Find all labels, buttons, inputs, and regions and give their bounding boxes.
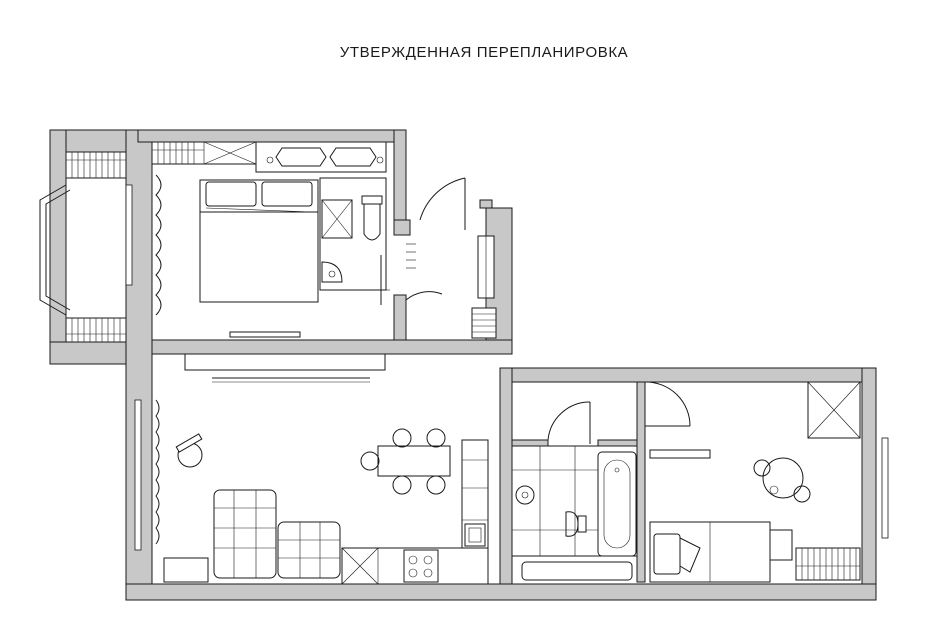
right-bedroom: [644, 381, 889, 583]
hall: [405, 177, 497, 339]
bathroom: [511, 401, 638, 581]
bedroom: [151, 141, 390, 338]
living-kitchen: [134, 353, 489, 585]
page-title: УТВЕРЖДЕННАЯ ПЕРЕПЛАНИРОВКА: [339, 44, 629, 61]
left-balcony: [39, 151, 133, 343]
